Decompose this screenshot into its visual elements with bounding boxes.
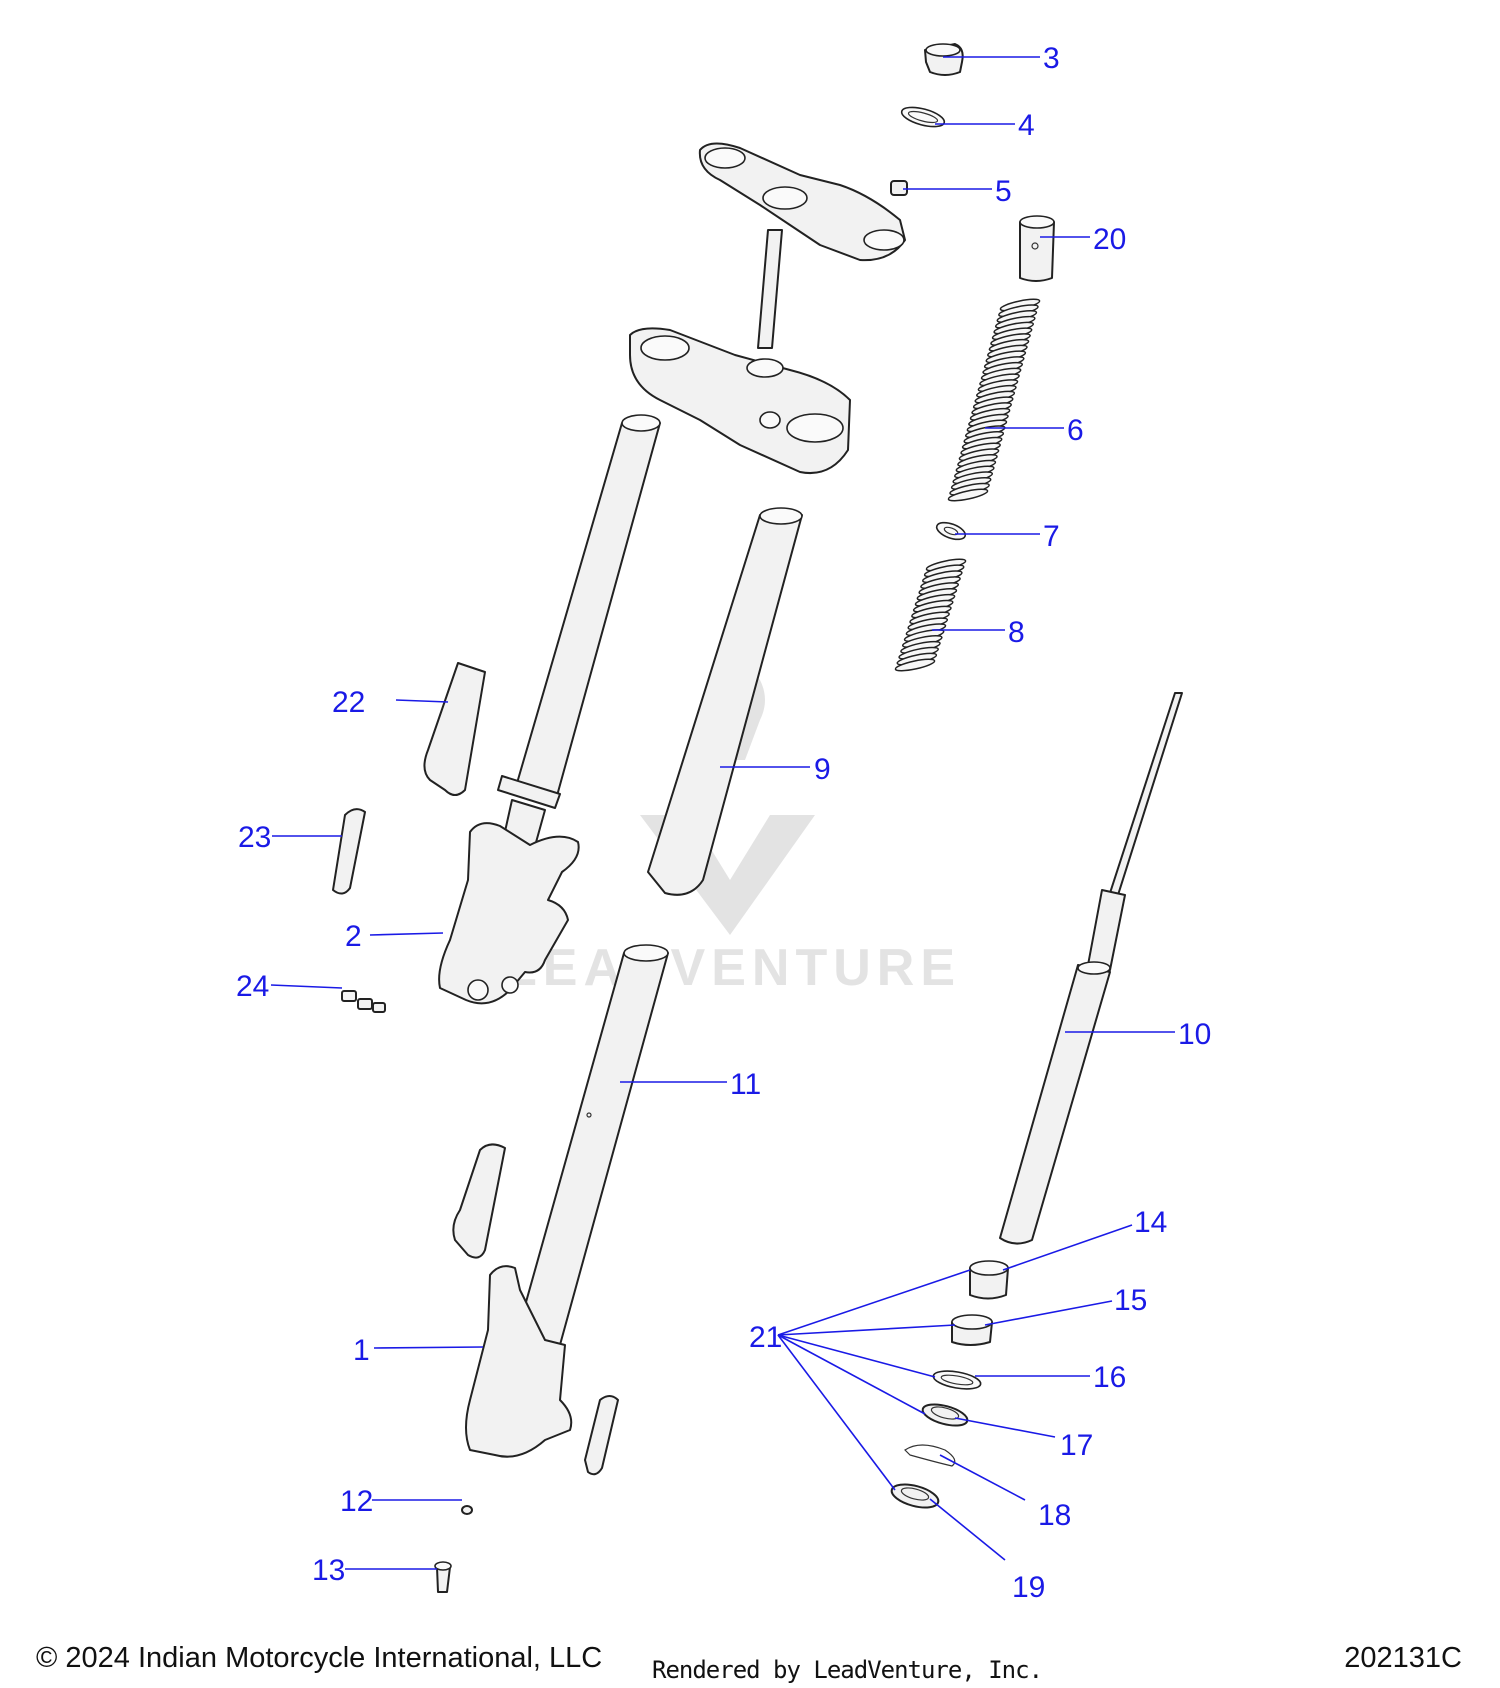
- callout-16: 16: [1093, 1361, 1126, 1394]
- part-9-fork-tube: [647, 507, 803, 896]
- callout-9: 9: [814, 753, 831, 786]
- leader-lines: [270, 56, 1175, 1570]
- part-3-cap: [924, 43, 964, 76]
- callout-labels: 3 4 5 20 6 7 8 22 9 23 2 24 10 11 14 15 …: [236, 42, 1211, 1604]
- part-18-clip: [904, 1444, 956, 1467]
- callout-6: 6: [1067, 414, 1084, 447]
- callout-19: 19: [1012, 1571, 1045, 1604]
- rendered-by-text: Rendered by LeadVenture, Inc.: [652, 1656, 1043, 1684]
- part-19-dust-seal: [890, 1483, 940, 1509]
- callout-3: 3: [1043, 42, 1060, 75]
- part-4-oring: [900, 106, 946, 128]
- part-7-washer: [935, 521, 967, 541]
- callout-7: 7: [1043, 520, 1060, 553]
- part-10-damper-rod: [999, 692, 1183, 1245]
- callout-2: 2: [345, 920, 362, 953]
- watermark-text: LEADVENTURE: [505, 939, 961, 997]
- part-11-fork-tube: [511, 944, 669, 1364]
- part-6-spring: [947, 298, 1041, 502]
- part-23-reflector: [332, 808, 366, 895]
- callout-22: 22: [332, 686, 365, 719]
- callout-5: 5: [995, 175, 1012, 208]
- callout-20: 20: [1093, 223, 1126, 256]
- part-12-plug: [461, 1505, 473, 1515]
- callout-13: 13: [312, 1554, 345, 1587]
- callout-11: 11: [730, 1068, 761, 1101]
- callout-17: 17: [1060, 1429, 1093, 1462]
- spring-coil: [894, 658, 936, 672]
- part-20-spacer-cylinder: [1019, 215, 1055, 282]
- copyright-text: © 2024 Indian Motorcycle International, …: [36, 1642, 603, 1674]
- part-14-bushing: [969, 1260, 1009, 1300]
- callout-23: 23: [238, 821, 271, 854]
- part-8-spring: [894, 558, 967, 672]
- callout-24: 24: [236, 970, 269, 1003]
- part-5-nut: [890, 180, 908, 196]
- part-2-fork-leg: [438, 414, 661, 1005]
- callout-12: 12: [340, 1485, 373, 1518]
- callout-18: 18: [1038, 1499, 1071, 1532]
- callout-10: 10: [1178, 1018, 1211, 1051]
- part-17-oil-seal: [921, 1403, 969, 1427]
- triple-clamp-assembly: [629, 142, 906, 474]
- part-22-guard: [423, 662, 486, 796]
- callout-8: 8: [1008, 616, 1025, 649]
- part-15-bushing: [951, 1314, 993, 1346]
- callout-1: 1: [353, 1334, 370, 1367]
- document-number: 202131C: [1344, 1642, 1462, 1674]
- callout-21: 21: [749, 1321, 782, 1354]
- part-13-bolt: [434, 1561, 452, 1593]
- part-1-fork-leg: [452, 1143, 619, 1476]
- callout-15: 15: [1114, 1284, 1147, 1317]
- callout-4: 4: [1018, 109, 1035, 142]
- callout-14: 14: [1134, 1206, 1167, 1239]
- part-16-washer: [932, 1370, 982, 1390]
- part-24-screws: [341, 990, 386, 1013]
- spring-coil: [947, 488, 989, 502]
